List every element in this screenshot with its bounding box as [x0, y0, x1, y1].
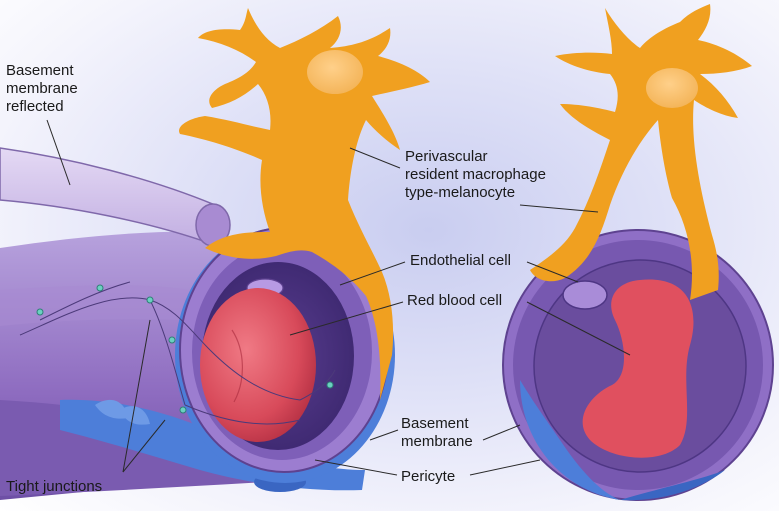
label-basement-membrane-reflected: Basement membrane reflected — [6, 62, 78, 115]
label-perivascular-macrophage: Perivascular resident macrophage type-me… — [405, 148, 546, 201]
leader-endothelial-left — [339, 261, 406, 286]
macrophage-right — [530, 4, 752, 300]
leader-macrophage-left — [349, 147, 401, 169]
tight-junctions-left — [19, 281, 336, 425]
leader-rbc-right — [526, 301, 631, 356]
leader-endothelial-right — [526, 261, 579, 283]
leader-basement-left — [369, 429, 399, 441]
leader-macrophage-right — [519, 204, 599, 213]
leader-basement-reflected — [46, 119, 71, 186]
label-basement-membrane: Basement membrane — [401, 415, 473, 450]
label-endothelial-cell: Endothelial cell — [410, 252, 511, 269]
basement-membrane-reflected — [0, 147, 231, 247]
leader-pericyte-left — [314, 459, 398, 476]
leader-lines — [46, 119, 631, 476]
label-pericyte: Pericyte — [401, 468, 456, 485]
leader-tight-junctions-1 — [122, 319, 151, 473]
label-tight-junctions: Tight junctions — [6, 478, 103, 495]
leader-basement-right — [482, 424, 521, 441]
macrophage-left — [179, 8, 430, 400]
label-red-blood-cell: Red blood cell — [407, 292, 503, 309]
leader-pericyte-right — [469, 459, 541, 476]
red-blood-cell-left — [200, 288, 316, 442]
leader-rbc-left — [289, 301, 404, 336]
leader-tight-junctions-2 — [122, 419, 166, 473]
red-blood-cell-right — [582, 279, 694, 458]
